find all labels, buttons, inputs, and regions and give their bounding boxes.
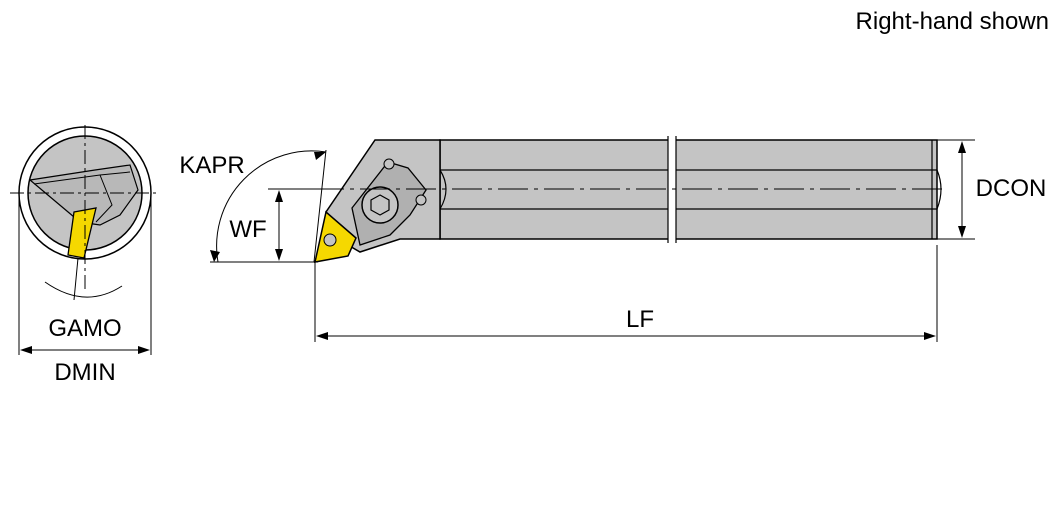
wf-label: WF bbox=[229, 216, 266, 243]
dcon-label: DCON bbox=[976, 175, 1047, 202]
clamp-screw bbox=[361, 186, 399, 224]
orientation-caption: Right-hand shown bbox=[855, 8, 1049, 35]
kapr-label: KAPR bbox=[179, 152, 244, 179]
side-view bbox=[268, 136, 945, 263]
dimensions: KAPR WF DCON LF bbox=[179, 139, 1047, 342]
gamo-label: GAMO bbox=[48, 315, 121, 342]
gamo-arc bbox=[44, 281, 123, 298]
lf-label: LF bbox=[626, 306, 654, 333]
end-view: GAMO DMIN bbox=[10, 125, 160, 386]
kapr-arc bbox=[216, 150, 327, 263]
end-view-insert bbox=[67, 207, 97, 259]
dmin-label: DMIN bbox=[54, 359, 115, 386]
